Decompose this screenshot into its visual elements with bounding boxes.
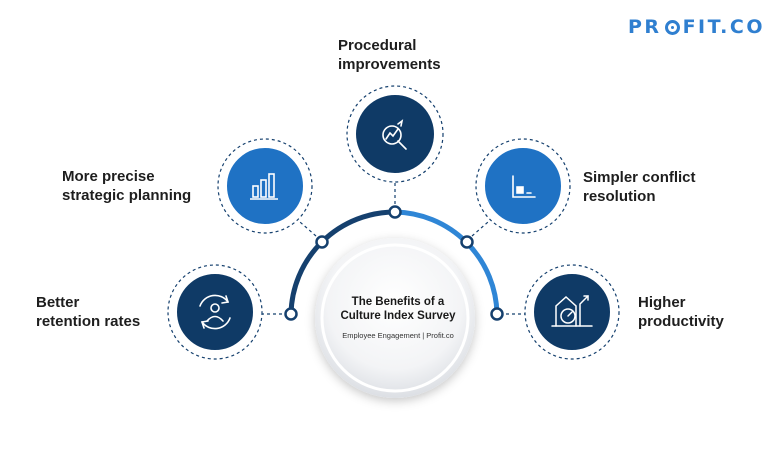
benefit-node-conflict <box>475 138 571 234</box>
logo-suffix: FIT.CO <box>682 16 765 38</box>
logo-prefix: PR <box>628 16 662 38</box>
benefit-node-retention <box>167 264 263 360</box>
dashed-connectors <box>262 182 526 315</box>
logo-target-icon <box>664 19 680 35</box>
label-procedural: Procedural improvements <box>338 37 441 73</box>
label-retention: Better retention rates <box>36 294 141 330</box>
chart-axis-icon <box>512 175 536 198</box>
center-hub <box>315 238 475 398</box>
center-title: The Benefits of a Culture Index Survey <box>340 296 456 322</box>
benefit-node-strategic <box>217 138 313 234</box>
benefit-node-productivity <box>524 264 620 360</box>
bar-chart-icon <box>250 173 278 200</box>
benefit-node-procedural <box>346 85 444 183</box>
magnifier-chart-icon <box>382 119 407 150</box>
growth-gauge-icon <box>551 295 593 327</box>
label-conflict: Simpler conflict resolution <box>583 169 696 205</box>
center-subtitle: Employee Engagement | Profit.co <box>342 331 454 340</box>
arc-dots <box>284 205 504 321</box>
label-productivity: Higher productivity <box>638 294 724 330</box>
user-cycle-icon <box>199 294 231 330</box>
profit-co-logo: PR FIT.CO <box>628 16 765 38</box>
label-strategic: More precise strategic planning <box>62 168 192 204</box>
